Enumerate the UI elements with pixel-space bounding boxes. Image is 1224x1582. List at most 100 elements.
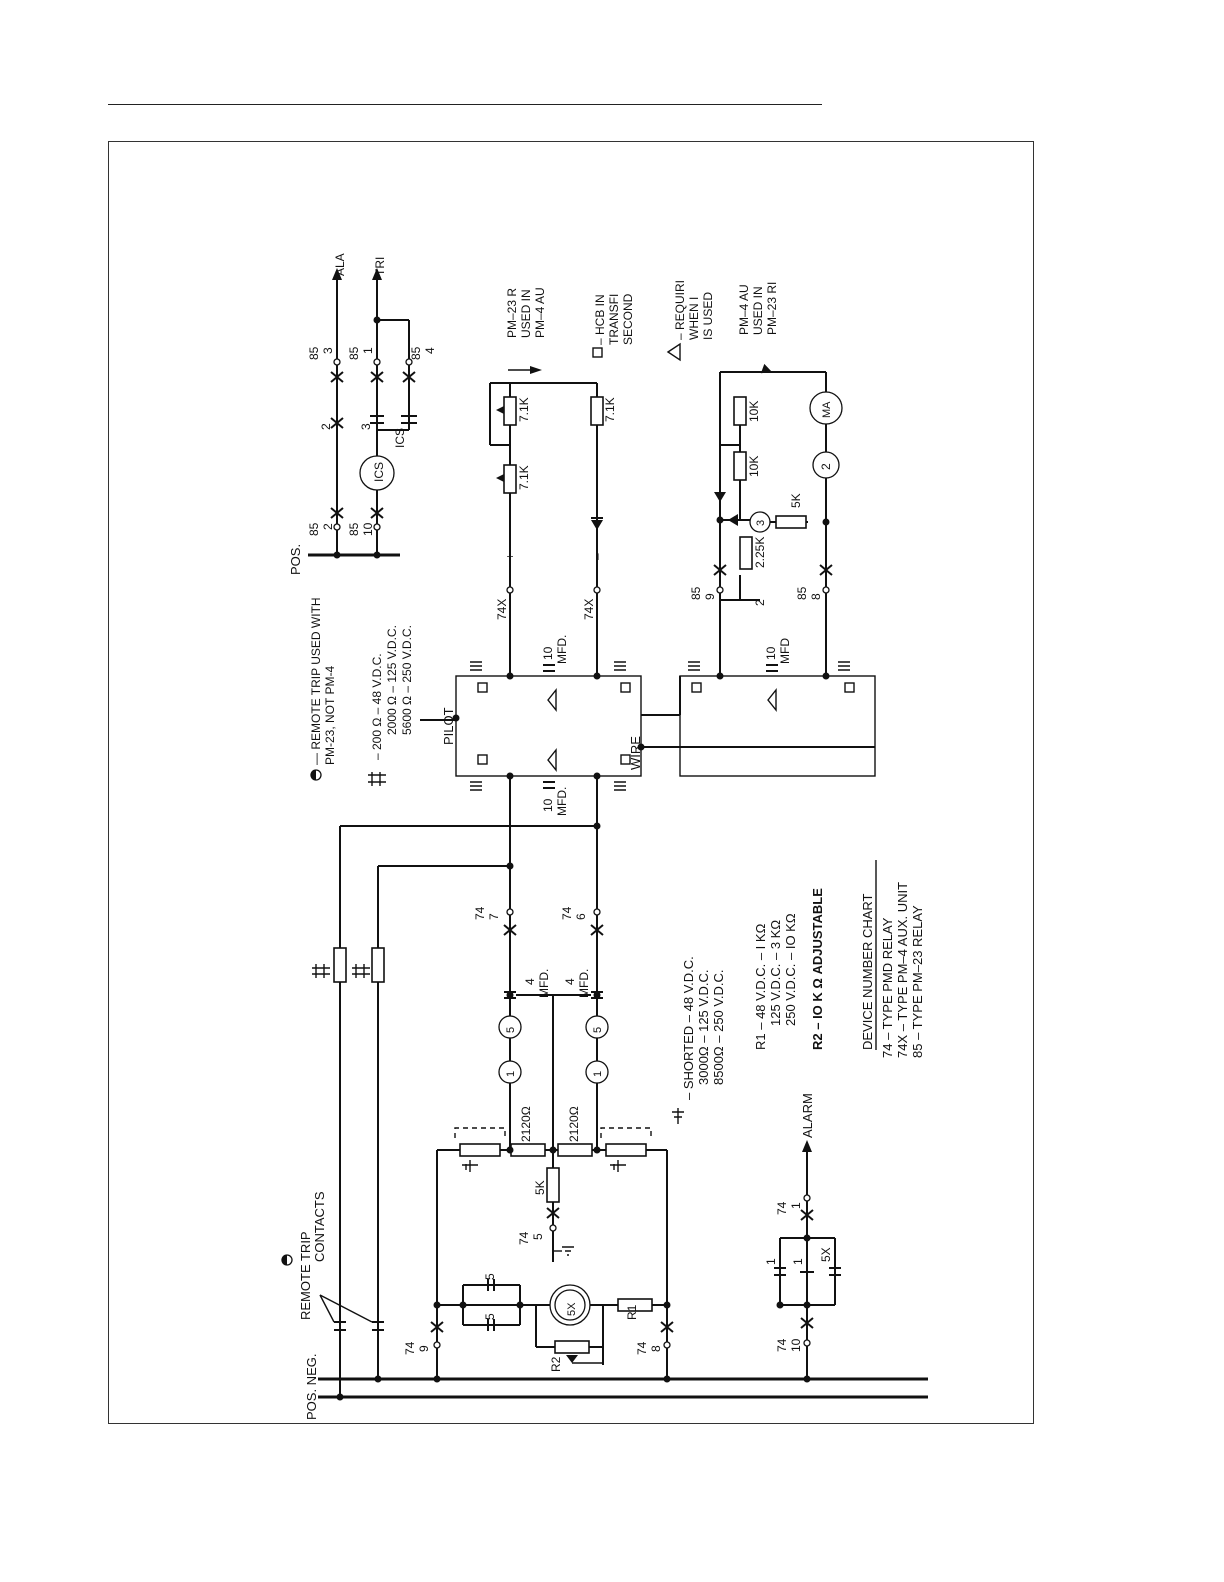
meter-2: 2 — [819, 463, 833, 470]
pm4-line2: USED IN — [751, 286, 765, 335]
pilot-wire-block — [420, 661, 876, 791]
pm4-line3: PM–23 RI — [765, 282, 779, 335]
wire-label: WIRE — [628, 736, 643, 770]
r-2120-a: 2120Ω — [519, 1106, 533, 1142]
c85-1-top: 85 — [347, 346, 361, 360]
alarm-circuit — [774, 1140, 841, 1383]
r-71k-b: 7.1K — [517, 397, 531, 422]
pm23-line1: PM–23 R — [505, 288, 519, 338]
c74-7-bot: 7 — [487, 913, 501, 920]
c74-9-top: 74 — [403, 1341, 417, 1355]
coil-5-a: 5 — [505, 1027, 517, 1033]
c85-9-bot: 9 — [703, 593, 717, 600]
hcb-line3: SECOND — [621, 293, 635, 345]
r-2120-b: 2120Ω — [567, 1106, 581, 1142]
r-10k-b: 10K — [747, 456, 761, 477]
r-5k-a: 5K — [533, 1180, 547, 1195]
coil-3: 3 — [755, 520, 767, 526]
alarm-contact-1-b: 1 — [791, 1258, 805, 1265]
legend-remote-trip-1: — REMOTE TRIP USED WITH — [309, 597, 323, 765]
c85-10-top: 85 — [347, 522, 361, 536]
c85-2-top: 85 — [307, 522, 321, 536]
mfd-b: MFD. — [577, 969, 591, 998]
c74x-b: 74X — [582, 599, 596, 620]
c74-9-bot: 9 — [417, 1345, 431, 1352]
c74-10-bot: 10 — [789, 1338, 803, 1352]
r2-label: R2 — [549, 1356, 563, 1372]
remote-trip-contacts-2: CONTACTS — [312, 1191, 327, 1262]
coil-5x: 5X — [566, 1302, 578, 1316]
main-relay-circuit — [312, 822, 674, 1401]
r-225k: 2.25K — [753, 537, 767, 568]
r1-label: R1 — [625, 1304, 639, 1320]
contact-3-label: 3 — [359, 423, 373, 430]
c85-10-bot: 10 — [361, 522, 375, 536]
r1-line1: R1 – 48 V.D.C. – I KΩ — [753, 923, 768, 1050]
c74-8-top: 74 — [635, 1341, 649, 1355]
minus-sign: – — [590, 553, 604, 560]
mfd-c: MFD. — [555, 635, 569, 664]
alarm-contact-1-a: 1 — [764, 1258, 778, 1265]
c74-8-bot: 8 — [649, 1345, 663, 1352]
chart-title: DEVICE NUMBER CHART — [860, 893, 875, 1050]
alarm-top-label: ALA — [333, 253, 347, 276]
pm23-line3: PM–4 AU — [533, 287, 547, 338]
cap-4-b: 4 — [563, 978, 577, 985]
req-line2: WHEN I — [687, 297, 701, 340]
pm4-aux-circuit — [713, 363, 843, 680]
top-rule — [108, 104, 822, 105]
c85-9-top: 85 — [689, 586, 703, 600]
alarm-contact-5x: 5X — [819, 1247, 833, 1262]
contact-2-lower: 2 — [753, 599, 767, 606]
shorted-line3: 8500Ω – 250 V.D.C. — [711, 970, 726, 1085]
ma-meter: MA — [821, 401, 833, 418]
r2-legend: R2 – IO K Ω ADJUSTABLE — [810, 888, 825, 1050]
c74x-a: 74X — [495, 599, 509, 620]
c85-8-top: 85 — [795, 586, 809, 600]
c85-4-top: 85 — [409, 346, 423, 360]
contact-5-a: 5 — [483, 1273, 497, 1280]
legend-remote-trip-2: PM-23, NOT PM-4 — [323, 666, 337, 765]
coil-1-a: 1 — [505, 1071, 517, 1077]
c85-1-bot: 1 — [361, 347, 375, 354]
c85-8-bot: 8 — [809, 593, 823, 600]
cap-10-b: 10 — [541, 798, 555, 812]
c74-10-top: 74 — [775, 1338, 789, 1352]
req-line1: – REQUIRI — [673, 280, 687, 340]
shorted-line2: 3000Ω – 125 V.D.C. — [696, 970, 711, 1085]
alarm-label: ALARM — [800, 1093, 815, 1138]
pos-neg-bus — [318, 1377, 928, 1399]
chart-line1: 74 – TYPE PMD RELAY — [880, 917, 895, 1058]
mfd-e: MFD — [778, 638, 792, 664]
r1-line2: 125 V.D.C. – 3 KΩ — [768, 920, 783, 1026]
ics-coil-label: ICS — [372, 462, 386, 482]
pm4-line1: PM–4 AU — [737, 284, 751, 335]
remote-trip-contacts-1: REMOTE TRIP — [298, 1231, 313, 1320]
cap-10-a: 10 — [541, 646, 555, 660]
legend-hash-2: 2000 Ω – 125 V.D.C. — [385, 625, 399, 735]
mfd-d: MFD. — [555, 787, 569, 816]
ics-contact-label: ICS — [393, 428, 407, 448]
coil-5-b: 5 — [592, 1027, 604, 1033]
chart-line3: 85 – TYPE PM–23 RELAY — [910, 905, 925, 1058]
c74-6-bot: 6 — [574, 913, 588, 920]
c74-1-top: 74 — [775, 1201, 789, 1215]
pos-neg-label: POS. NEG. — [304, 1354, 319, 1420]
c74-5-bot: 5 — [531, 1233, 545, 1240]
shorted-line1: – SHORTED – 48 V.D.C. — [681, 956, 696, 1100]
r-71k-c: 7.1K — [603, 397, 617, 422]
c85-3-top: 85 — [307, 346, 321, 360]
top-alarm-trip-circuit — [330, 268, 417, 559]
c74-5-top: 74 — [517, 1231, 531, 1245]
chart-line2: 74X – TYPE PM–4 AUX. UNIT — [895, 882, 910, 1058]
plus-sign: + — [503, 553, 517, 560]
coil-1-b: 1 — [592, 1071, 604, 1077]
diagram-frame — [108, 141, 1034, 1424]
contact-2-label: 2 — [319, 423, 333, 430]
c85-4-bot: 4 — [423, 347, 437, 354]
mfd-a: MFD. — [537, 969, 551, 998]
c85-2-bot: 2 — [321, 523, 335, 530]
legend-hash-1: – 200 Ω – 48 V.D.C. — [370, 653, 384, 760]
cap-10-c: 10 — [764, 646, 778, 660]
